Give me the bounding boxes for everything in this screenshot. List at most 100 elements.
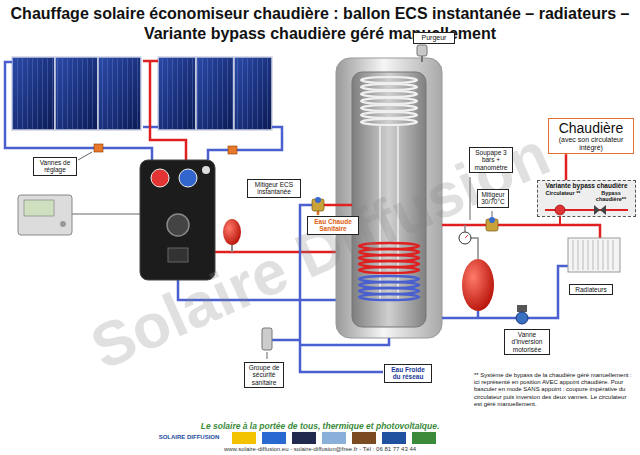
callout-box: Purgeur <box>413 32 455 44</box>
node-text: Mitigeur ECS instantanée <box>250 181 298 196</box>
solar-panels <box>158 57 196 130</box>
radiator <box>587 240 588 270</box>
radiator <box>577 240 578 270</box>
storage-tank <box>361 98 417 104</box>
storage-tank <box>361 105 417 111</box>
bypass-area <box>537 180 636 216</box>
radiator <box>568 238 620 272</box>
heating-pipes <box>477 311 480 318</box>
radiator <box>602 240 603 270</box>
footer-band <box>322 432 346 444</box>
safety-valve-gauge <box>465 235 468 238</box>
radiator <box>592 240 593 270</box>
solar-pipes <box>208 127 282 160</box>
diagram-title: Chauffage solaire économiseur chaudière … <box>5 4 635 44</box>
callout-box: Mitigeur 30/70°C <box>477 189 509 208</box>
safety-valve-gauge <box>459 232 471 244</box>
node-text: Eau Chaude Sanitaire <box>310 218 356 233</box>
radiator <box>607 240 608 270</box>
solar-panels <box>196 57 234 130</box>
heating-pipes <box>442 266 572 318</box>
bypass-area <box>555 205 565 215</box>
domestic-water-pipes <box>272 339 300 342</box>
solar-panels <box>55 57 98 130</box>
footer-band <box>412 432 436 444</box>
solar-pump-station <box>223 219 241 245</box>
solar-pump-station <box>151 169 169 187</box>
node-text: Groupe de sécurité sanitaire <box>247 364 281 386</box>
storage-tank <box>361 91 417 97</box>
radiator <box>597 240 598 270</box>
slogan-text: Le solaire à la portée de tous, thermiqu… <box>120 421 520 431</box>
callout-box: Vanne d'inversion motorisée <box>504 329 550 355</box>
solar-panels <box>196 57 234 130</box>
node-text: Eau Froide du réseau <box>387 366 429 381</box>
dhw-mixing-valve <box>315 197 321 203</box>
storage-tank <box>361 77 417 125</box>
node-text: Purgeur <box>416 34 452 42</box>
radiator <box>573 240 613 270</box>
radiator <box>568 238 620 272</box>
callout-box: Vannes de réglage <box>33 157 77 176</box>
pipe-connector <box>565 154 568 180</box>
solar-panels <box>98 57 141 130</box>
solar-pump-station <box>202 166 210 174</box>
solar-pump-station <box>167 214 189 236</box>
footer-band <box>0 420 640 455</box>
solar-pump-station <box>168 248 188 262</box>
callout-box: Mitigeur ECS instantanée <box>247 179 301 198</box>
component-label: Bypass chaudière** <box>588 190 634 203</box>
contact-text: www.solaire-diffusion.eu - solaire-diffu… <box>140 446 500 452</box>
solar-controller <box>72 214 140 215</box>
diverter-valve <box>517 305 527 312</box>
bypass-area <box>594 205 606 215</box>
storage-tank <box>359 276 419 300</box>
radiator <box>572 240 573 270</box>
domestic-water-pipes <box>300 338 389 345</box>
storage-tank <box>361 119 417 125</box>
footer-band <box>292 432 316 444</box>
logo-text: SOLAIRE DIFFUSION <box>150 434 228 440</box>
boiler-box: Chaudière(avec son circulateur intégré) <box>548 118 634 154</box>
node-text: Vanne d'inversion motorisée <box>507 331 547 353</box>
solar-pipes <box>5 62 152 160</box>
safety-group <box>262 328 272 359</box>
solar-panels <box>158 57 196 130</box>
balancing-valves <box>78 152 92 160</box>
storage-tank <box>359 294 419 300</box>
solar-controller <box>24 200 54 216</box>
solar-panels <box>234 57 272 130</box>
node-text: Soupape 3 bars + manomètre <box>472 149 510 171</box>
solar-panels <box>98 57 141 130</box>
expansion-vessel <box>462 259 494 311</box>
solar-panels <box>234 57 272 130</box>
heating-pipes <box>464 225 466 232</box>
solar-pump-station <box>179 169 197 187</box>
component-label: Circulateur ** <box>541 190 585 196</box>
solar-pipes <box>150 61 186 160</box>
air-vent <box>417 45 427 56</box>
solar-panels <box>12 57 272 130</box>
footnote-text: ** Système de bypass de la chaudière gér… <box>474 372 634 408</box>
node-text: Vannes de réglage <box>36 159 74 174</box>
solar-panels <box>12 57 55 130</box>
footer-band <box>0 420 640 455</box>
footer-band <box>352 432 376 444</box>
footer-band <box>262 432 286 444</box>
solar-controller <box>60 221 66 227</box>
balancing-valves <box>228 146 237 154</box>
dhw-mixing-valve <box>312 197 324 211</box>
solar-controller <box>18 195 72 235</box>
footer-band <box>382 432 406 444</box>
bypass-variant-box: Variante bypass chaudièreCirculateur **B… <box>537 180 636 217</box>
storage-tank <box>361 84 417 90</box>
node-subtext: (avec son circulateur intégré) <box>551 136 631 152</box>
solar-panels <box>55 57 98 130</box>
expansion-vessel <box>462 259 494 311</box>
node-text: Bypass chaudière** <box>588 190 634 203</box>
footer-band <box>232 432 256 444</box>
cold-water-box: Eau Froide du réseau <box>384 364 432 383</box>
diverter-valve <box>516 305 528 324</box>
callout-box: Radiateurs <box>569 284 613 295</box>
